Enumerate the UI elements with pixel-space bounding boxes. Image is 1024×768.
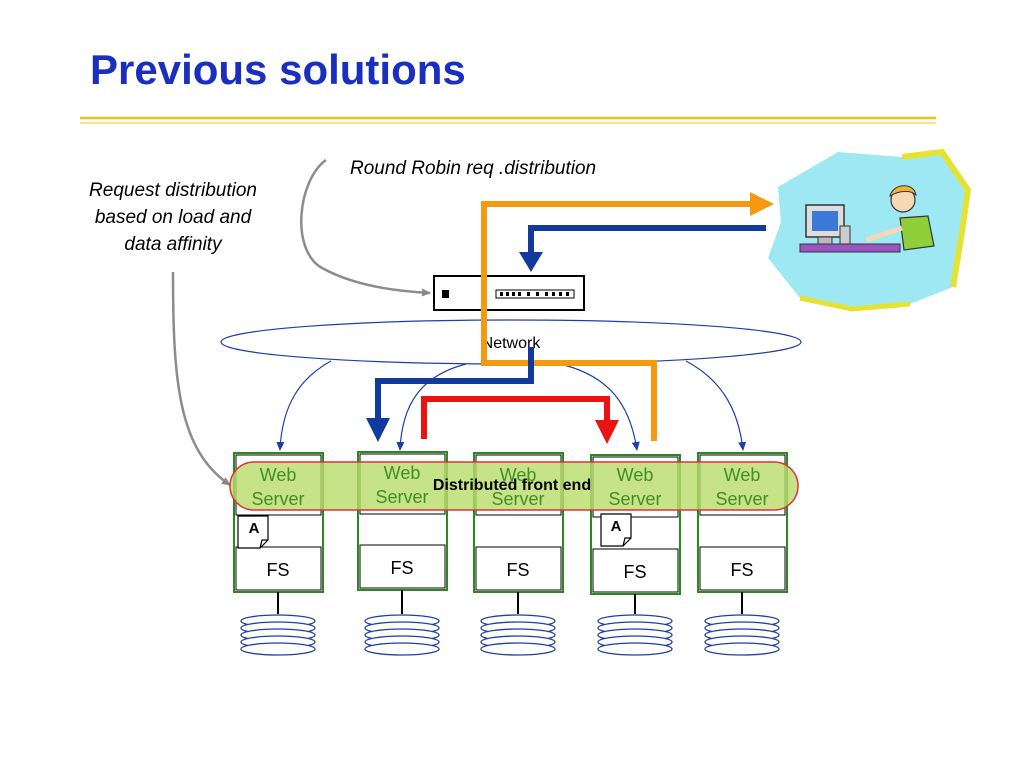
svg-text:Server: Server bbox=[375, 487, 428, 507]
round-robin-label: Round Robin req .distribution bbox=[350, 158, 596, 179]
disk-stack-3 bbox=[480, 614, 556, 656]
round-robin-pointer bbox=[300, 158, 431, 297]
response-to-server-arrowhead bbox=[366, 418, 390, 442]
forwarding-arrowhead bbox=[595, 420, 619, 444]
disk-stack-4 bbox=[597, 614, 673, 656]
svg-text:Server: Server bbox=[491, 489, 544, 509]
svg-text:Web: Web bbox=[724, 465, 761, 485]
svg-text:Web: Web bbox=[384, 463, 421, 483]
svg-text:A: A bbox=[249, 520, 260, 537]
client-request-arrowhead bbox=[750, 192, 774, 216]
svg-text:Web: Web bbox=[260, 465, 297, 485]
client-request-path bbox=[481, 201, 752, 441]
server-response-arrowhead-top bbox=[519, 252, 543, 272]
distributed-front-end-label: Distributed front end bbox=[433, 477, 591, 494]
svg-text:FS: FS bbox=[506, 560, 529, 580]
svg-text:FS: FS bbox=[623, 562, 646, 582]
svg-text:data affinity: data affinity bbox=[124, 234, 223, 255]
request-distribution-label: Request distribution based on load and d… bbox=[89, 180, 257, 255]
svg-text:Web: Web bbox=[500, 465, 537, 485]
svg-text:based on load and: based on load and bbox=[95, 207, 253, 228]
affinity-pointer bbox=[171, 271, 231, 487]
distributed-front-end-band bbox=[229, 461, 799, 511]
forwarding-path bbox=[421, 396, 610, 439]
svg-text:Server: Server bbox=[608, 489, 661, 509]
title-rule bbox=[80, 116, 936, 124]
disk-stack-1 bbox=[240, 614, 316, 656]
document-icon-server-4: A bbox=[600, 513, 632, 547]
disk-stack-5 bbox=[704, 614, 780, 656]
response-to-server-path bbox=[375, 347, 534, 420]
svg-text:Web: Web bbox=[617, 465, 654, 485]
disk-stack-2 bbox=[364, 614, 440, 656]
document-icon-server-1: A bbox=[237, 515, 269, 549]
network-fanout-arrows bbox=[276, 360, 747, 451]
client-user-clipart bbox=[768, 148, 972, 312]
svg-text:Server: Server bbox=[715, 489, 768, 509]
network-label: Network bbox=[482, 335, 542, 352]
svg-text:FS: FS bbox=[730, 560, 753, 580]
page-title: Previous solutions bbox=[90, 46, 466, 93]
server-labels: Web Server Web Server Web Server Web Ser… bbox=[251, 463, 768, 509]
svg-text:Request distribution: Request distribution bbox=[89, 180, 257, 201]
svg-text:FS: FS bbox=[390, 558, 413, 578]
client-person bbox=[899, 215, 935, 251]
fs-labels: FS FS FS FS FS bbox=[266, 558, 753, 582]
server-response-path bbox=[528, 225, 766, 255]
network-switch bbox=[433, 275, 585, 311]
svg-text:Server: Server bbox=[251, 489, 304, 509]
svg-text:FS: FS bbox=[266, 560, 289, 580]
client-desk bbox=[799, 243, 901, 253]
svg-text:A: A bbox=[611, 518, 622, 535]
